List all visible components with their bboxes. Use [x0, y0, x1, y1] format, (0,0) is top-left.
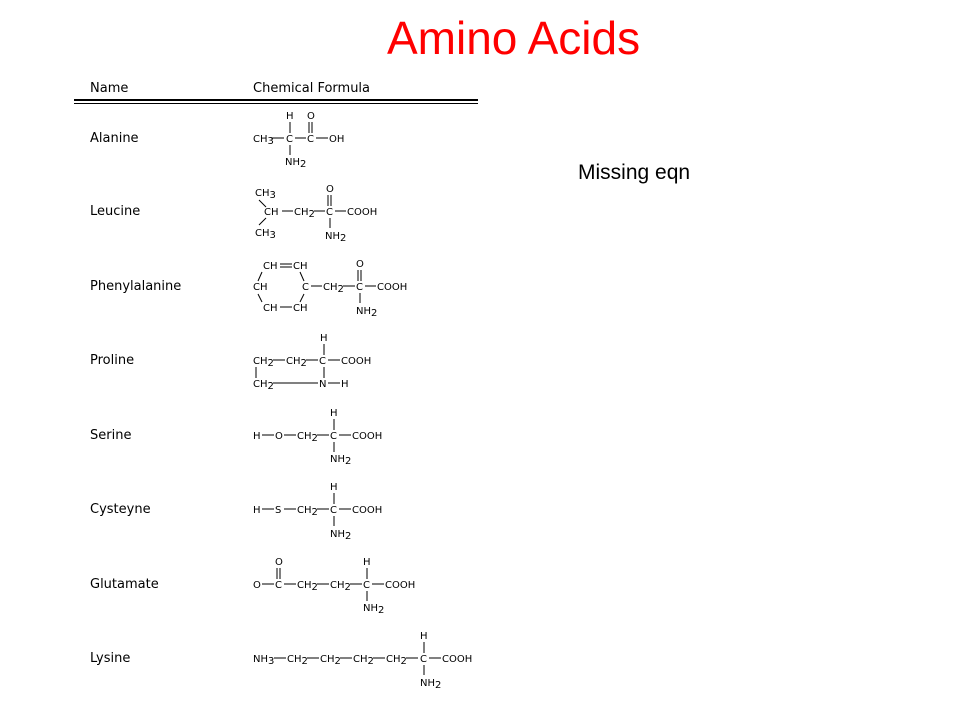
cysteyne-h: H	[330, 482, 338, 493]
serine-ch2: CH2	[297, 431, 318, 444]
serine-cooh: COOH	[352, 431, 382, 442]
proline-c: C	[319, 356, 326, 367]
formula-proline: H CH2 CH2 C COOH CH2 N H	[253, 333, 371, 392]
lysine-c: C	[420, 654, 427, 665]
lysine-nh2: NH2	[420, 678, 441, 691]
missing-equation-note: Missing eqn	[578, 161, 691, 184]
leucine-ch: CH	[264, 207, 279, 218]
name-cysteyne: Cysteyne	[90, 502, 151, 517]
name-lysine: Lysine	[90, 651, 131, 666]
leucine-o: O	[326, 184, 334, 195]
glutamate-c1: C	[275, 580, 282, 591]
proline-n: N	[319, 379, 326, 390]
name-proline: Proline	[90, 353, 135, 368]
leucine-bond	[258, 199, 267, 208]
lysine-ch2-c: CH2	[353, 654, 374, 667]
leucine-bond	[258, 217, 267, 226]
alanine-o: O	[307, 111, 315, 122]
cysteyne-c: C	[330, 505, 337, 516]
serine-c: C	[330, 431, 337, 442]
column-header-formula: Chemical Formula	[253, 81, 371, 96]
lysine-ch2-a: CH2	[287, 654, 308, 667]
glutamate-o-left: O	[253, 580, 261, 591]
glutamate-h: H	[363, 557, 371, 568]
glutamate-cooh: COOH	[385, 580, 415, 591]
glutamate-nh2: NH2	[363, 603, 384, 616]
cysteyne-nh2: NH2	[330, 529, 351, 542]
leucine-cooh: COOH	[347, 207, 377, 218]
lysine-h: H	[420, 631, 428, 642]
cysteyne-cooh: COOH	[352, 505, 382, 516]
phe-cooh: COOH	[377, 282, 407, 293]
phe-nh2: NH2	[356, 306, 377, 319]
phe-c: C	[356, 282, 363, 293]
lysine-cooh: COOH	[442, 654, 472, 665]
alanine-ch3: CH3	[253, 134, 274, 147]
phe-ring-ch-top-right: CH	[293, 261, 308, 272]
formula-leucine: CH3 O CH CH2 C COOH CH3 NH2	[255, 184, 377, 244]
serine-h: H	[330, 408, 338, 419]
proline-h: H	[320, 333, 328, 344]
phe-bond	[257, 271, 263, 282]
phe-ring-ch-bottom-left: CH	[263, 303, 278, 314]
alanine-c2: C	[307, 134, 314, 145]
proline-ch2-a: CH2	[253, 356, 274, 369]
formula-serine: H H O CH2 C COOH NH2	[253, 408, 382, 467]
leucine-ch3-bottom: CH3	[255, 228, 276, 241]
cysteyne-s: S	[275, 505, 281, 516]
proline-h2: H	[341, 379, 349, 390]
alanine-h: H	[286, 111, 294, 122]
formula-cysteyne: H H S CH2 C COOH NH2	[253, 482, 382, 542]
glutamate-ch2-a: CH2	[297, 580, 318, 593]
name-leucine: Leucine	[90, 204, 141, 219]
phe-ring-ch-bottom-right: CH	[293, 303, 308, 314]
phe-ring-c: C	[302, 282, 309, 293]
column-header-name: Name	[90, 81, 129, 96]
proline-ch2-b: CH2	[286, 356, 307, 369]
lysine-ch2-d: CH2	[386, 654, 407, 667]
cysteyne-ch2: CH2	[297, 505, 318, 518]
proline-ch2-c: CH2	[253, 379, 274, 392]
glutamate-c: C	[363, 580, 370, 591]
alanine-c1: C	[286, 134, 293, 145]
leucine-nh2: NH2	[325, 231, 346, 244]
serine-nh2: NH2	[330, 454, 351, 467]
formula-phenylalanine: CH CH O CH C CH2 C COOH CH CH NH2	[253, 259, 407, 319]
name-serine: Serine	[90, 428, 132, 443]
phe-ring-ch-left: CH	[253, 282, 268, 293]
formula-lysine: H NH3 CH2 CH2 CH2 CH2 C COOH NH2	[253, 631, 472, 691]
alanine-nh2: NH2	[285, 157, 306, 170]
proline-cooh: COOH	[341, 356, 371, 367]
glutamate-o-top: O	[275, 557, 283, 568]
formula-alanine: H O CH3 C C OH NH2	[253, 111, 344, 170]
serine-o: O	[275, 431, 283, 442]
alanine-oh: OH	[329, 134, 344, 145]
lysine-nh3: NH3	[253, 654, 274, 667]
cysteyne-h-left: H	[253, 505, 261, 516]
slide-title: Amino Acids	[387, 12, 641, 64]
phe-ch2: CH2	[323, 282, 344, 295]
phe-ring-ch-top-left: CH	[263, 261, 278, 272]
phe-o: O	[356, 259, 364, 270]
phe-bond	[299, 293, 305, 303]
header-rule-thin	[74, 103, 478, 104]
phe-bond	[299, 271, 305, 282]
name-phenylalanine: Phenylalanine	[90, 279, 182, 294]
leucine-ch3-top: CH3	[255, 188, 276, 201]
serine-h-left: H	[253, 431, 261, 442]
leucine-c: C	[326, 207, 333, 218]
lysine-ch2-b: CH2	[320, 654, 341, 667]
glutamate-ch2-b: CH2	[330, 580, 351, 593]
leucine-ch2: CH2	[294, 207, 315, 220]
phe-bond	[257, 293, 263, 303]
name-alanine: Alanine	[90, 131, 139, 146]
header-rule-thick	[74, 99, 478, 101]
name-glutamate: Glutamate	[90, 577, 159, 592]
formula-glutamate: O H O C CH2 CH2 C COOH NH2	[253, 557, 415, 616]
